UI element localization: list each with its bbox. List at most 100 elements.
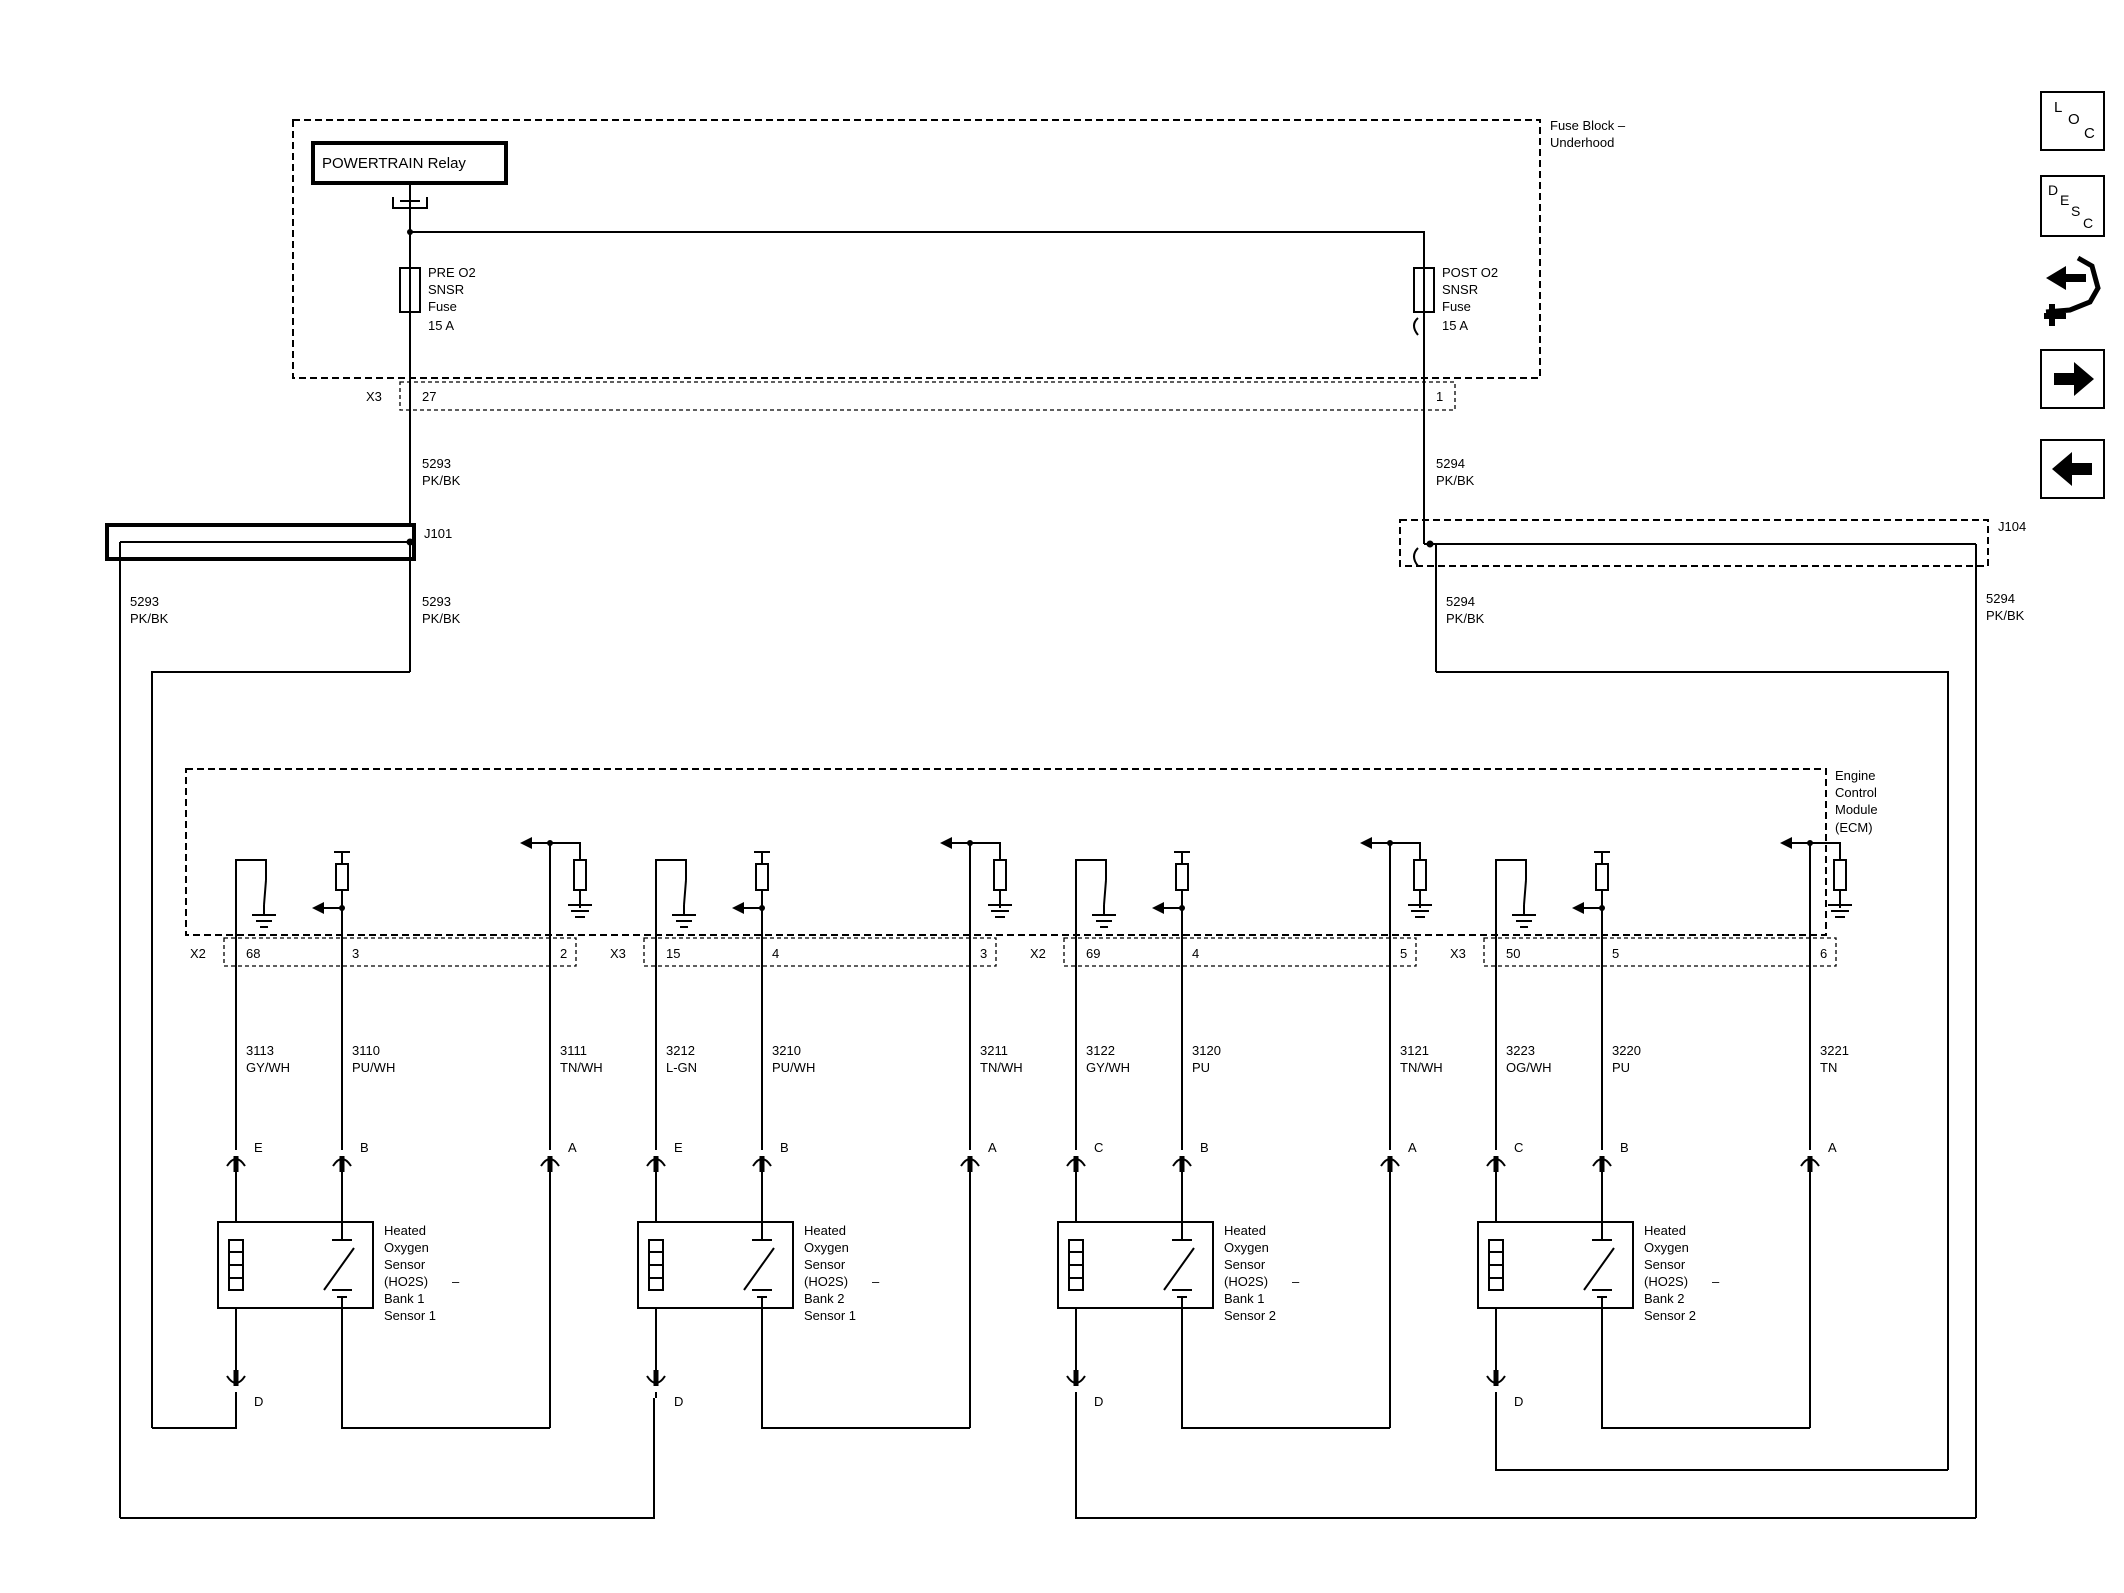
pin-label: 5 xyxy=(1400,946,1407,961)
relay-contact xyxy=(392,183,428,232)
wire-5294-color-a: PK/BK xyxy=(1436,473,1475,488)
x3-connector-label: X3 xyxy=(366,389,382,404)
oxygen-sensing-element xyxy=(1163,1239,1195,1298)
j101-label: J101 xyxy=(424,526,452,541)
sensor-body xyxy=(637,1221,794,1309)
ecm-resistor xyxy=(335,863,349,891)
sensor-label-dash: – xyxy=(1292,1274,1300,1289)
wire-number: 3113 xyxy=(246,1043,274,1058)
ecm-label-4: (ECM) xyxy=(1835,820,1873,835)
ground-symbol xyxy=(252,879,276,928)
relay-bus-wire xyxy=(410,231,1425,268)
wire-number: 3212 xyxy=(666,1043,695,1058)
terminal-label: A xyxy=(988,1140,997,1155)
loc-letter-o: O xyxy=(2068,111,2080,128)
sensor-label-line: Oxygen xyxy=(1644,1240,1689,1255)
ecm-resistor xyxy=(993,859,1007,891)
pin-label: 6 xyxy=(1820,946,1827,961)
wire-number: 3220 xyxy=(1612,1043,1641,1058)
ecm-connector-label: X3 xyxy=(1450,946,1466,961)
signal-return-loop xyxy=(1601,1308,1810,1429)
previous-page-button[interactable] xyxy=(2040,439,2105,499)
fuse-block-boundary xyxy=(292,119,1541,379)
svg-text:S: S xyxy=(2071,203,2080,219)
wire-number: 3210 xyxy=(772,1043,801,1058)
pin-label: 2 xyxy=(560,946,567,961)
ecm-resistor xyxy=(1175,863,1189,891)
sensor-label-line: (HO2S) xyxy=(804,1274,848,1289)
post-fuse-label-1: POST O2 xyxy=(1442,265,1498,280)
next-page-button[interactable] xyxy=(2040,349,2105,409)
wire-color: PU/WH xyxy=(352,1060,395,1075)
pin-label: 5 xyxy=(1612,946,1619,961)
sensor-label-line: Sensor 2 xyxy=(1644,1308,1696,1323)
sensor-label-line: Sensor xyxy=(804,1257,846,1272)
pin-label: 4 xyxy=(1192,946,1199,961)
terminal-label: D xyxy=(674,1394,683,1409)
pin-label: 69 xyxy=(1086,946,1100,961)
ecm-heater-low-side-switch xyxy=(655,859,687,935)
wire-color: GY/WH xyxy=(1086,1060,1130,1075)
sensor-label-line: Sensor xyxy=(1224,1257,1266,1272)
terminal-label: C xyxy=(1094,1140,1103,1155)
pre-fuse-label-3: Fuse xyxy=(428,299,457,314)
ground-symbol xyxy=(1828,904,1852,918)
oxygen-sensing-element xyxy=(743,1239,775,1298)
ecm-connector xyxy=(223,937,577,967)
ground-return-bank1-s2 xyxy=(1075,1398,1976,1519)
terminal-label: D xyxy=(1094,1394,1103,1409)
ecm-connector-label: X3 xyxy=(610,946,626,961)
wire-number: 3110 xyxy=(352,1043,380,1058)
sensor-label-line: Sensor 1 xyxy=(384,1308,436,1323)
oxygen-sensing-element xyxy=(323,1239,355,1298)
loc-button[interactable]: L O C xyxy=(2040,91,2105,151)
wire-number: 3211 xyxy=(980,1043,1008,1058)
arrow-left-icon xyxy=(940,837,952,849)
arrow-left-icon xyxy=(520,837,532,849)
connector-tool-icon[interactable] xyxy=(2044,255,2101,326)
ecm-reference-line xyxy=(950,842,1001,935)
desc-button[interactable]: D E S C xyxy=(2040,175,2105,237)
ground-symbol xyxy=(988,904,1012,918)
wire-5294-num-a: 5294 xyxy=(1436,456,1465,471)
svg-text:C: C xyxy=(2083,215,2093,231)
sensor-label-line: Heated xyxy=(804,1223,846,1238)
wire-color: TN xyxy=(1820,1060,1837,1075)
ecm-connector xyxy=(1063,937,1417,967)
sensor-label-dash: – xyxy=(452,1274,460,1289)
wire-color: GY/WH xyxy=(246,1060,290,1075)
loc-letter-l: L xyxy=(2054,99,2062,116)
wire-color: PU xyxy=(1192,1060,1210,1075)
sensor-label-line: Sensor xyxy=(384,1257,426,1272)
sensor-label-line: Oxygen xyxy=(1224,1240,1269,1255)
pre-fuse-label-4: 15 A xyxy=(428,318,454,333)
wire-5293-branch-inner xyxy=(151,671,410,1428)
wire-color: PU xyxy=(1612,1060,1630,1075)
wire-color: TN/WH xyxy=(560,1060,603,1075)
powertrain-relay-label: POWERTRAIN Relay xyxy=(322,155,466,172)
wire-5294-num-b: 5294 xyxy=(1446,594,1475,609)
sensor-label-line: (HO2S) xyxy=(1644,1274,1688,1289)
signal-return-loop xyxy=(341,1308,550,1429)
arrow-left-icon xyxy=(312,902,324,914)
wire-color: PU/WH xyxy=(772,1060,815,1075)
sensor-label-line: Bank 2 xyxy=(804,1291,844,1306)
sensor-label-line: Oxygen xyxy=(384,1240,429,1255)
pin-label: 15 xyxy=(666,946,680,961)
wire-number: 3121 xyxy=(1400,1043,1429,1058)
ground-symbol xyxy=(568,904,592,918)
pin-label: 4 xyxy=(772,946,779,961)
pin-label: 50 xyxy=(1506,946,1520,961)
wire-5294-num-c: 5294 xyxy=(1986,591,2015,606)
fuse-block-label-2: Underhood xyxy=(1550,135,1614,150)
terminal-label: D xyxy=(254,1394,263,1409)
j104-label: J104 xyxy=(1998,519,2026,534)
ecm-label-3: Module xyxy=(1835,802,1878,817)
arrow-right-icon xyxy=(2054,362,2094,396)
ground-return-bank2-s2 xyxy=(1495,1398,1948,1471)
sensor-label-line: Sensor 1 xyxy=(804,1308,856,1323)
